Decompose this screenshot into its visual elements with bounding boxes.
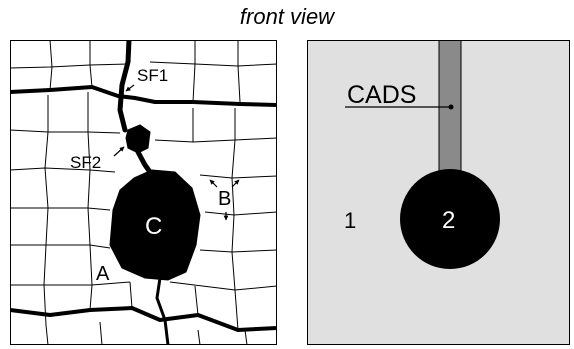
figure-title: front view bbox=[239, 4, 335, 29]
label-cads: CADS bbox=[347, 81, 416, 109]
sf2-to-c-connection bbox=[135, 149, 153, 175]
lower-strand bbox=[155, 276, 170, 345]
cell-walls bbox=[10, 40, 277, 345]
right-panel-frame bbox=[307, 40, 570, 345]
region-2-circle bbox=[400, 169, 500, 269]
label-region-2: 2 bbox=[442, 207, 455, 234]
b-arrow-upper-right bbox=[231, 179, 240, 188]
upper-thick-wall bbox=[10, 85, 277, 107]
sf1-arrow bbox=[125, 84, 135, 92]
vertical-strand bbox=[117, 40, 132, 133]
left-panel-frame bbox=[10, 40, 277, 345]
c-cell bbox=[109, 169, 201, 281]
label-sf2: SF2 bbox=[70, 153, 101, 172]
sf2-arrow bbox=[113, 146, 125, 157]
schematic-panel: CADS 1 2 bbox=[307, 40, 570, 345]
label-a: A bbox=[96, 263, 110, 285]
lower-thick-wall bbox=[10, 306, 277, 332]
label-sf1: SF1 bbox=[137, 66, 168, 85]
label-region-1: 1 bbox=[344, 208, 356, 233]
cads-leader-dot bbox=[448, 104, 454, 110]
label-b: B bbox=[218, 188, 231, 210]
cell-network-panel: SF1 SF2 C B A bbox=[10, 40, 277, 345]
label-c: C bbox=[145, 213, 162, 240]
b-arrow-upper bbox=[209, 179, 218, 188]
thick-walls bbox=[10, 40, 277, 332]
sf2-cell bbox=[125, 124, 151, 154]
